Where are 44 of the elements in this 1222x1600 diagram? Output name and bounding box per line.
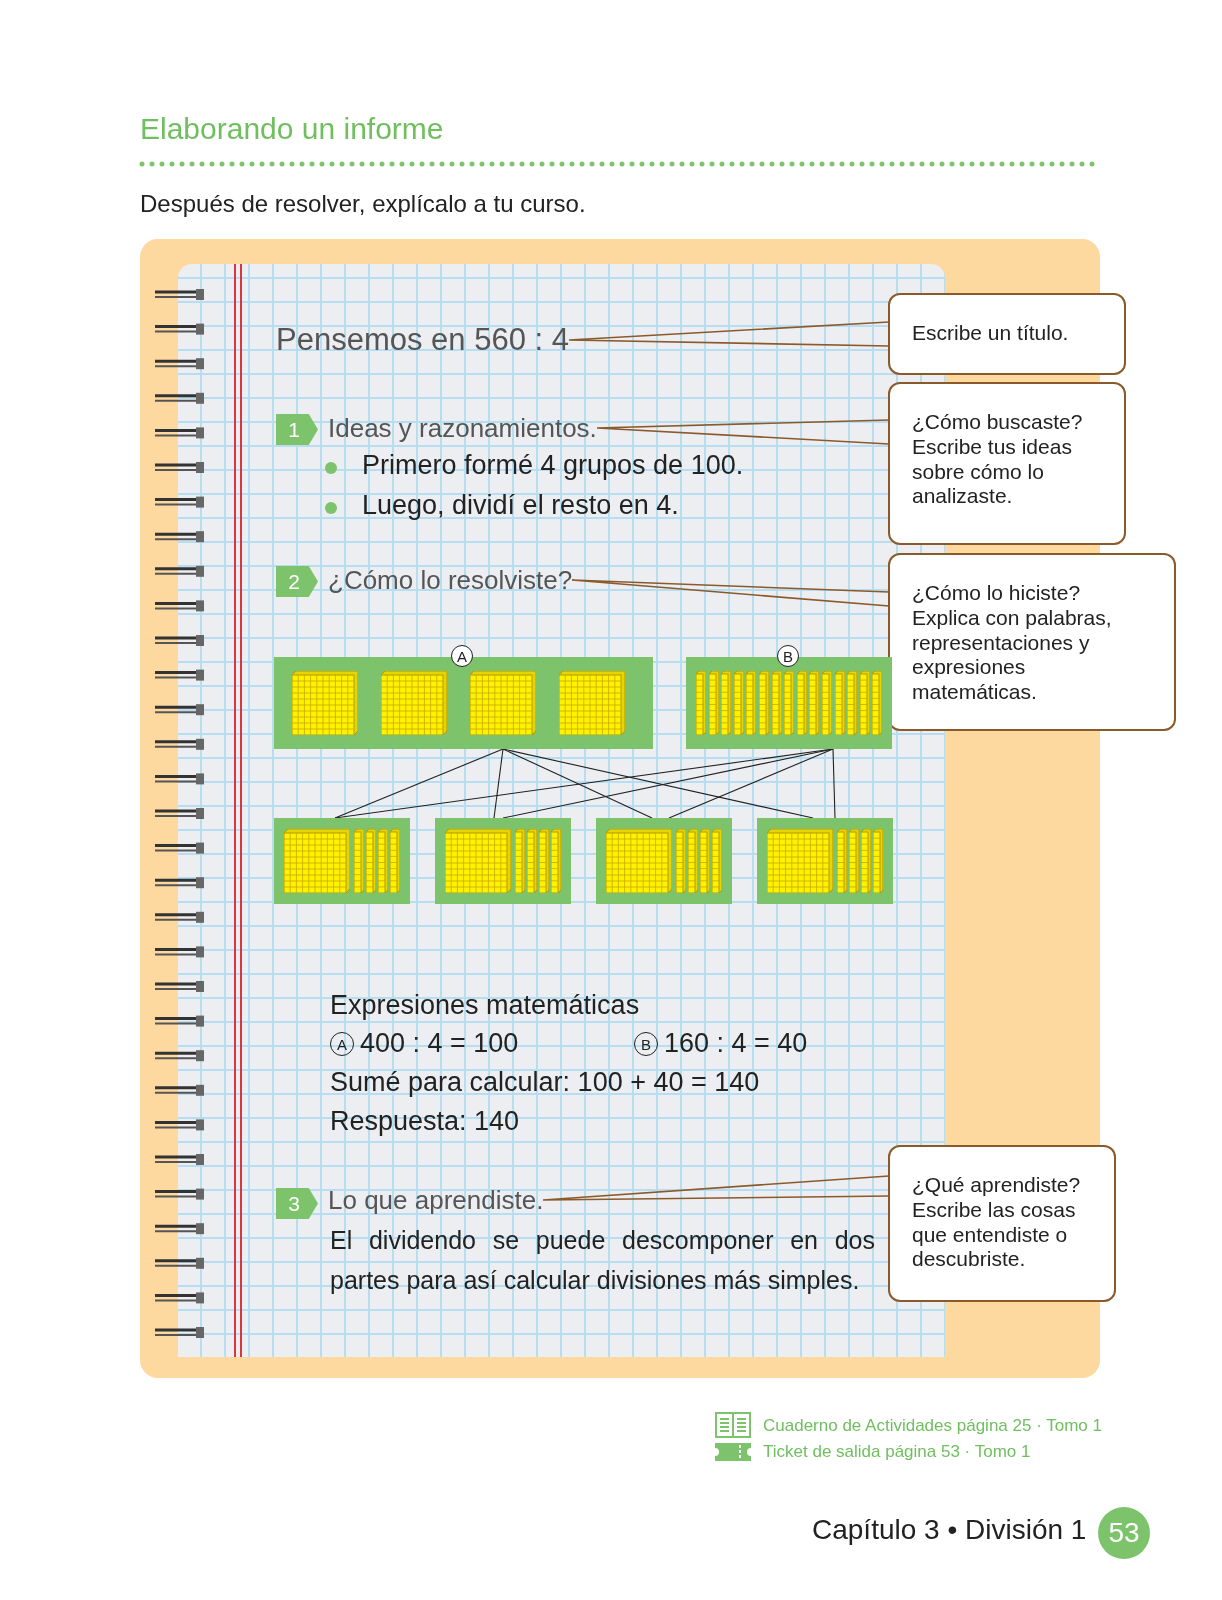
step-number-badge: 3 xyxy=(276,1188,318,1219)
heading-text: Pensemos en 560 : 4 xyxy=(276,318,569,362)
connector-line xyxy=(493,748,504,819)
heading-text: ¿Cómo lo resolviste? xyxy=(328,560,573,600)
group-letter: B xyxy=(777,645,799,667)
reference-text: Cuaderno de Actividades página 25 · Tomo 1 xyxy=(763,1416,1102,1436)
connector-line xyxy=(502,748,653,819)
page-number-badge: 53 xyxy=(1098,1507,1150,1559)
paragraph-text: El dividendo se puede descomponer en dos partes para así calcular divisiones más simples. xyxy=(330,1225,875,1296)
callout-text: Escribe un título. xyxy=(912,321,1070,346)
speech-bubble xyxy=(888,553,1176,731)
base-ten-blocks-panel xyxy=(757,818,893,904)
speech-bubble xyxy=(888,293,1126,375)
base-ten-blocks-panel xyxy=(274,818,410,904)
body-text: Sumé para calcular: 100 + 40 = 140 xyxy=(330,1067,760,1098)
reference-text: Ticket de salida página 53 · Tomo 1 xyxy=(763,1442,1031,1462)
connector-line xyxy=(832,748,836,819)
connector-line xyxy=(668,748,834,819)
callout-text: ¿Cómo buscaste? Escribe tus ideas sobre cómo lo analizaste. xyxy=(912,410,1084,510)
page-title: Elaborando un informe xyxy=(140,112,444,146)
callout-pointer xyxy=(596,419,890,445)
heading-text: Ideas y razonamientos. xyxy=(328,408,597,448)
chapter-footer-text: Capítulo 3 • División 1 xyxy=(812,1514,1087,1546)
step-number-badge: 1 xyxy=(276,414,318,445)
group-letter: A xyxy=(451,645,473,667)
callout-pointer xyxy=(568,321,890,347)
callout-pointer xyxy=(571,579,890,607)
connector-line xyxy=(334,748,504,819)
body-text: Luego, dividí el resto en 4. xyxy=(362,490,679,521)
base-ten-blocks-panel xyxy=(435,818,571,904)
step-number-badge: 2 xyxy=(276,566,318,597)
body-text: Primero formé 4 grupos de 100. xyxy=(362,450,744,481)
callout-pointer xyxy=(542,1175,890,1201)
speech-bubble xyxy=(888,1145,1116,1302)
heading-text: Lo que aprendiste. xyxy=(328,1180,544,1220)
base-ten-blocks-panel xyxy=(596,818,732,904)
body-text: 400 : 4 = 100 xyxy=(360,1028,519,1059)
body-text: Expresiones matemáticas xyxy=(330,990,640,1021)
callout-text: ¿Cómo lo hiciste? Explica con palabras, representaciones y expresiones matemáticas. xyxy=(912,581,1113,705)
body-text: 160 : 4 = 40 xyxy=(664,1028,808,1059)
speech-bubble xyxy=(888,382,1126,545)
body-text: Respuesta: 140 xyxy=(330,1106,520,1137)
callout-text: ¿Qué aprendiste? Escribe las cosas que entendiste o descubriste. xyxy=(912,1173,1082,1273)
instruction-text: Después de resolver, explícalo a tu curso. xyxy=(140,190,586,218)
